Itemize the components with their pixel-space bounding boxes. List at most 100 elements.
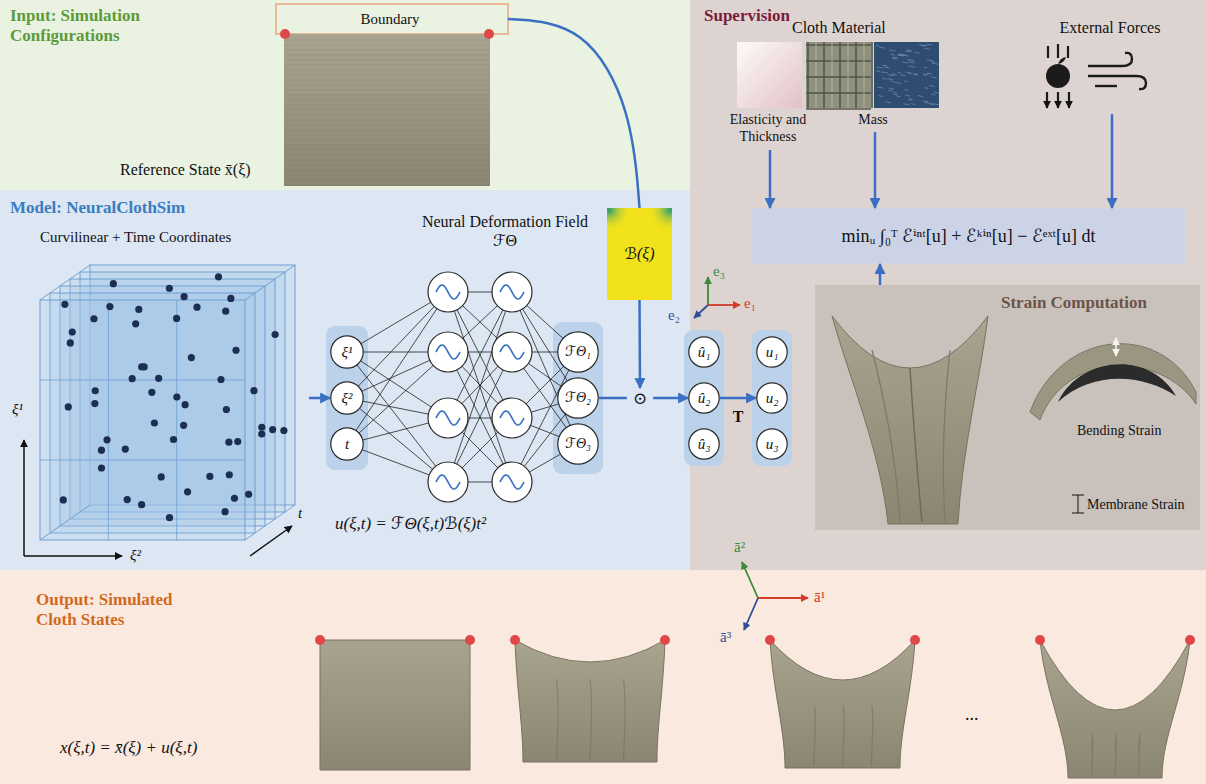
sample-point	[223, 406, 230, 413]
sample-point	[92, 387, 99, 394]
external-forces: External Forces	[1030, 14, 1194, 114]
sample-point	[132, 320, 139, 327]
sample-point	[158, 473, 165, 480]
axis-label: ā¹	[814, 588, 825, 606]
sample-point	[215, 273, 222, 280]
material-sample-text: Elasticity and Thickness	[716, 112, 820, 146]
hidden-neuron	[428, 332, 468, 372]
pin-dot	[315, 635, 325, 645]
neuron-circle	[689, 429, 719, 459]
denim-fleck	[892, 58, 896, 59]
cloth-texture	[284, 80, 490, 81]
axis-label: t	[298, 504, 302, 522]
cloth-texture	[284, 170, 490, 171]
pin-dot	[280, 29, 290, 39]
cloth-texture	[284, 55, 490, 56]
sample-point	[138, 363, 145, 370]
network-link	[448, 292, 512, 482]
denim-fleck	[891, 81, 894, 82]
neuron-circle	[689, 337, 719, 367]
denim-fleck	[923, 74, 928, 75]
wind-icon	[1088, 76, 1146, 89]
cloth-texture	[284, 175, 490, 176]
denim-fleck	[897, 55, 904, 56]
strain-box-text: Bending Strain	[1077, 423, 1161, 440]
sine-activation	[436, 345, 460, 359]
denim-fleck	[900, 75, 905, 76]
denim-fleck	[914, 52, 919, 53]
transform-label: T	[732, 407, 745, 426]
grid-line	[108, 300, 109, 540]
sample-point	[245, 491, 252, 498]
sample-point	[170, 436, 177, 443]
cube-edge	[40, 505, 90, 540]
plaid-line	[864, 42, 865, 108]
axis-label: ξ¹	[12, 400, 23, 418]
product-symbol-text: ⊙	[633, 390, 647, 407]
axis-label: e₂	[668, 306, 680, 324]
plaid-line	[832, 42, 833, 108]
denim-fleck	[924, 48, 929, 49]
cloth-texture	[284, 70, 490, 71]
boundary-box-text: Boundary	[276, 10, 504, 28]
denim-fleck	[909, 66, 915, 67]
grid-line	[40, 460, 245, 461]
axis-label: ā³	[720, 628, 731, 646]
simulated-cloth	[320, 640, 470, 770]
denim-fleck	[905, 89, 909, 90]
cloth-texture	[284, 40, 490, 41]
input-neuron: ξ²	[330, 381, 364, 415]
pin-dot	[1185, 635, 1195, 645]
simulated-cloth	[1040, 640, 1190, 778]
denim-fleck	[914, 74, 918, 75]
flow-arrow	[720, 397, 756, 400]
boundary-field: ℬ(ξ)	[607, 208, 672, 300]
plaid-line	[839, 42, 841, 108]
motion-line	[1047, 46, 1049, 58]
cube-edge	[245, 505, 295, 540]
sample-point	[231, 495, 238, 502]
material-swatch	[737, 42, 802, 108]
flow-arrow	[508, 19, 640, 208]
output-neuron: ℱΘ₂	[557, 377, 599, 419]
apple-leaf	[1058, 57, 1066, 64]
bending-cloth	[1030, 344, 1196, 420]
output-neuron: ℱΘ₁	[557, 331, 599, 373]
denim-fleck	[931, 61, 935, 62]
gravity-arrow	[1057, 92, 1059, 108]
grid-line	[176, 300, 177, 540]
sample-point	[98, 464, 105, 471]
pin-dot	[510, 635, 520, 645]
plaid-line	[855, 42, 857, 108]
denim-fleck	[908, 73, 912, 74]
cloth-texture	[284, 180, 490, 181]
denim-fleck	[879, 96, 884, 97]
cloth-texture	[284, 95, 490, 96]
cube-edge	[245, 265, 295, 300]
field-blob	[607, 208, 631, 232]
neuron-circle	[689, 383, 719, 413]
sample-point	[138, 501, 145, 508]
flow-arrow	[599, 397, 627, 400]
denim-fleck	[887, 75, 894, 76]
motion-line	[1057, 44, 1059, 58]
material-sample: Mass	[806, 40, 944, 132]
plaid-line	[816, 42, 817, 108]
coordinate-grid: Curvilinear + Time Coordinates	[30, 228, 309, 548]
global-displacement-text: u₂	[766, 391, 779, 406]
frame-axis	[707, 277, 709, 305]
field-blob	[648, 208, 672, 232]
denim-fleck	[933, 104, 939, 105]
sine-activation	[436, 411, 460, 425]
input-panel-fill	[0, 0, 690, 190]
draped-cloth	[832, 316, 988, 524]
output-neuron-text: ℱΘ₃	[565, 437, 591, 451]
material-swatch	[806, 42, 871, 108]
grid-line	[40, 380, 245, 381]
neuron-circle	[331, 336, 363, 368]
cloth-fold	[1139, 735, 1141, 776]
network-link	[448, 292, 512, 482]
